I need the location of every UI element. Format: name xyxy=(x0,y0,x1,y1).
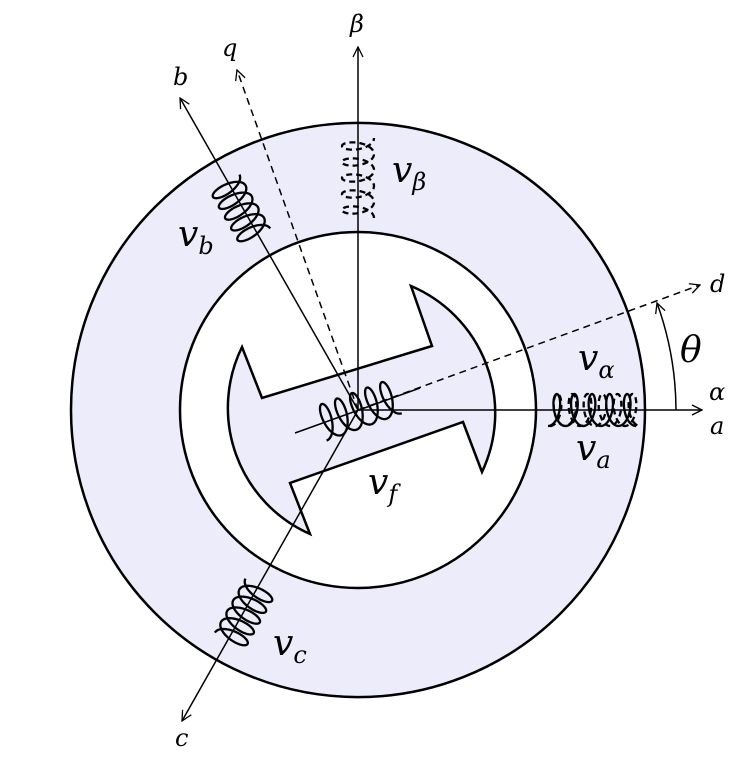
coil-a xyxy=(547,392,637,428)
angle-label-theta: θ xyxy=(680,330,702,371)
label-v-b: vb xyxy=(178,214,214,260)
axis-label-b: b xyxy=(173,63,188,91)
coil-c xyxy=(213,578,274,647)
axis-label-alpha: α xyxy=(709,378,725,406)
axis-label-q: q xyxy=(222,34,237,62)
axis-label-beta: β xyxy=(349,10,364,38)
label-v-beta: vβ xyxy=(392,150,426,196)
axis-label-c: c xyxy=(175,724,188,752)
b-axis xyxy=(180,98,359,411)
field-winding-axis xyxy=(294,387,421,434)
coils xyxy=(211,137,641,647)
label-v-c: vc xyxy=(273,623,307,669)
label-v-alpha: vα xyxy=(578,338,615,384)
axis-label-a: a xyxy=(710,412,724,440)
theta-arc xyxy=(657,303,677,411)
q-axis xyxy=(237,70,359,411)
coil-alpha xyxy=(549,392,641,428)
axes xyxy=(180,47,702,721)
axis-label-d: d xyxy=(710,270,725,298)
label-v-a: va xyxy=(576,428,611,474)
coil-beta xyxy=(340,137,376,219)
c-axis xyxy=(182,409,359,721)
coil-f xyxy=(318,380,403,442)
coil-b xyxy=(211,174,272,243)
